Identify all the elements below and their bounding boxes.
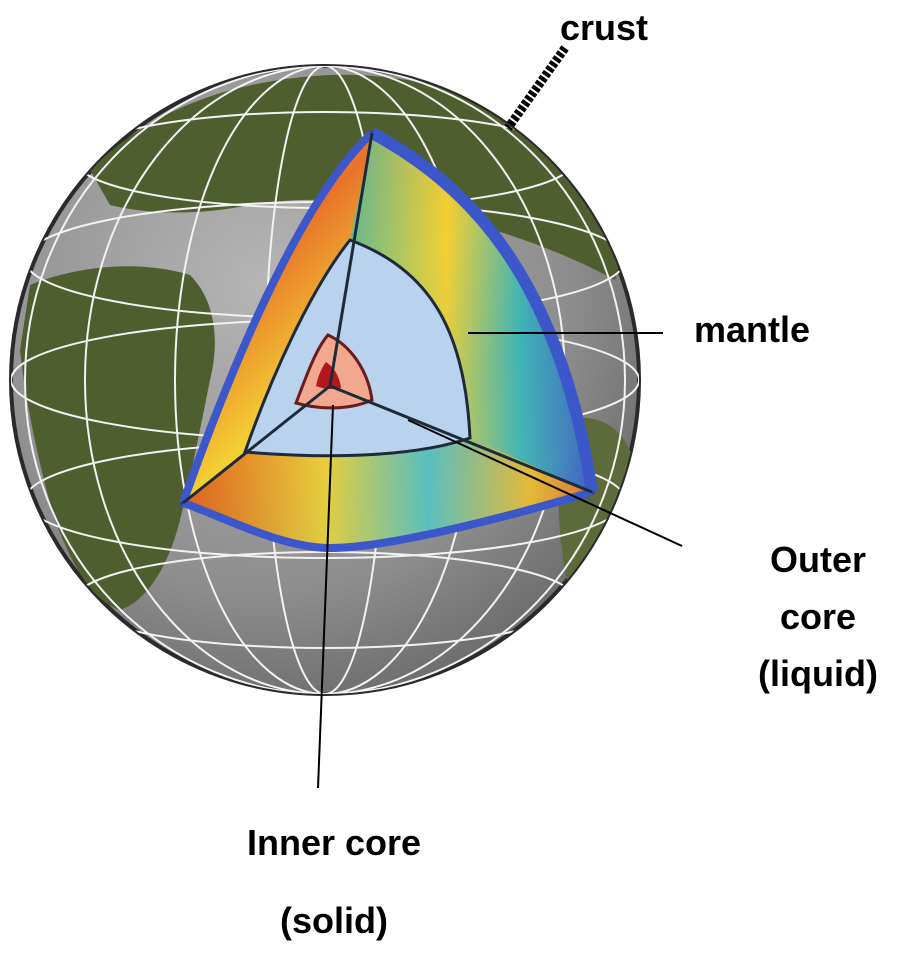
crust-label: crust — [560, 7, 649, 48]
outer-core-pointer — [407, 419, 683, 547]
wedge-edge-left — [182, 384, 331, 505]
mantle-band-bottom — [183, 438, 592, 548]
inner-core-label-line2: (solid) — [280, 900, 388, 941]
mantle-band-right — [350, 133, 592, 492]
crust-rim — [369, 127, 598, 493]
cutaway — [179, 127, 598, 553]
earth-center — [316, 362, 341, 390]
pointer-lines — [317, 45, 683, 789]
outer-core-label-line2: core — [779, 596, 857, 637]
outer-core-label-line1: Outer — [769, 539, 866, 580]
inner-core-pointer — [317, 404, 334, 789]
wedge-edge-top — [328, 132, 374, 387]
mantle-label: mantle — [694, 309, 811, 350]
inner-core-label-line1: Inner core — [246, 822, 422, 863]
outer-core-label-line3: (liquid) — [758, 653, 878, 694]
landmass-africa — [20, 266, 215, 610]
crust-pointer — [504, 45, 569, 131]
crust-rim-left — [179, 130, 375, 505]
crust-rim-bottom — [181, 488, 594, 553]
wedge-edge-right — [329, 384, 593, 494]
